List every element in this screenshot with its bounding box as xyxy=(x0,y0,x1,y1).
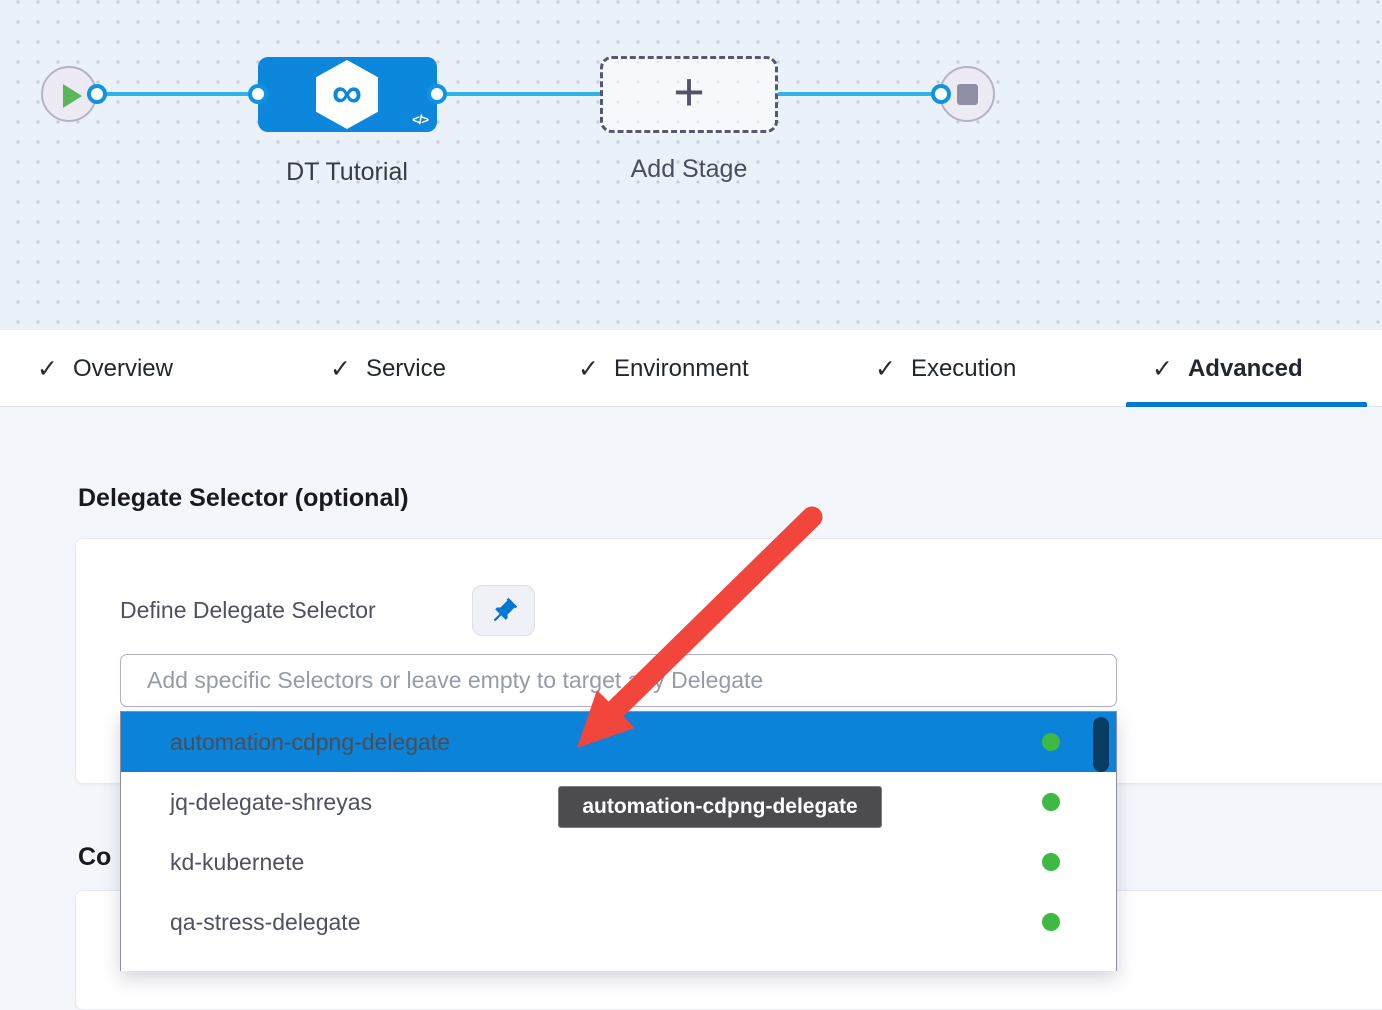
infinity-icon: ∞ xyxy=(332,68,362,116)
option-label: qa-stress-delegate xyxy=(170,908,361,935)
dropdown-scrollbar[interactable] xyxy=(1093,717,1109,772)
stage-tab-bar: ✓ Overview ✓ Service ✓ Environment ✓ Exe… xyxy=(0,330,1382,407)
port-handle[interactable] xyxy=(931,84,951,104)
tab-label: Execution xyxy=(910,354,1017,382)
tab-environment[interactable]: ✓ Environment xyxy=(578,330,749,407)
code-icon: </> xyxy=(412,112,429,127)
status-dot-icon xyxy=(1042,853,1060,871)
delegate-tooltip: automation-cdpng-delegate xyxy=(558,786,882,828)
add-stage-button[interactable]: + xyxy=(600,56,778,133)
option-label: jq-delegate-shreyas xyxy=(170,788,373,815)
dropdown-option-jq-delegate-shreyas[interactable]: jq-delegate-shreyas xyxy=(121,772,1116,832)
connector-line xyxy=(778,92,941,96)
delegate-dropdown: automation-cdpng-delegate jq-delegate-sh… xyxy=(120,711,1117,971)
delegate-selector-heading: Delegate Selector (optional) xyxy=(78,484,409,512)
tab-label: Service xyxy=(365,354,446,382)
status-dot-icon xyxy=(1042,793,1060,811)
tab-label: Environment xyxy=(613,354,749,382)
connector-line xyxy=(437,92,600,96)
port-handle[interactable] xyxy=(87,84,107,104)
harness-cd-icon: ∞ xyxy=(316,60,378,129)
active-tab-underline xyxy=(1126,402,1367,407)
dropdown-option-qa-stress-delegate[interactable]: qa-stress-delegate xyxy=(121,892,1116,952)
dropdown-option-automation-cdpng-delegate[interactable]: automation-cdpng-delegate xyxy=(121,712,1116,772)
port-handle[interactable] xyxy=(427,84,447,104)
pipeline-canvas[interactable]: ∞ </> DT Tutorial + Add Stage xyxy=(0,0,1382,331)
port-handle[interactable] xyxy=(248,84,268,104)
check-icon: ✓ xyxy=(875,354,896,383)
status-dot-icon xyxy=(1042,913,1060,931)
tab-label: Overview xyxy=(72,354,173,382)
stage-node-label: DT Tutorial xyxy=(286,158,408,186)
tab-label: Advanced xyxy=(1187,354,1303,382)
tab-advanced[interactable]: ✓ Advanced xyxy=(1152,330,1303,407)
check-icon: ✓ xyxy=(330,354,351,383)
connector-line xyxy=(97,92,258,96)
dropdown-option-kd-kubernete[interactable]: kd-kubernete xyxy=(121,832,1116,892)
define-delegate-selector-label: Define Delegate Selector xyxy=(120,597,376,623)
option-label: kd-kubernete xyxy=(170,848,305,875)
check-icon: ✓ xyxy=(578,354,599,383)
add-stage-label: Add Stage xyxy=(630,155,748,183)
status-dot-icon xyxy=(1042,733,1060,751)
option-label: automation-cdpng-delegate xyxy=(170,728,451,755)
tab-overview[interactable]: ✓ Overview xyxy=(37,330,173,407)
check-icon: ✓ xyxy=(37,354,58,383)
tab-execution[interactable]: ✓ Execution xyxy=(875,330,1016,407)
stop-icon xyxy=(957,84,978,105)
plus-icon: + xyxy=(673,61,705,122)
play-icon xyxy=(63,84,82,108)
tab-service[interactable]: ✓ Service xyxy=(330,330,446,407)
check-icon: ✓ xyxy=(1152,354,1173,383)
stage-node-dt-tutorial[interactable]: ∞ </> xyxy=(258,57,437,132)
pushpin-icon xyxy=(493,597,517,621)
delegate-selector-input[interactable] xyxy=(120,654,1117,707)
next-section-heading-partial: Co xyxy=(78,843,112,871)
pin-button[interactable] xyxy=(472,585,535,636)
